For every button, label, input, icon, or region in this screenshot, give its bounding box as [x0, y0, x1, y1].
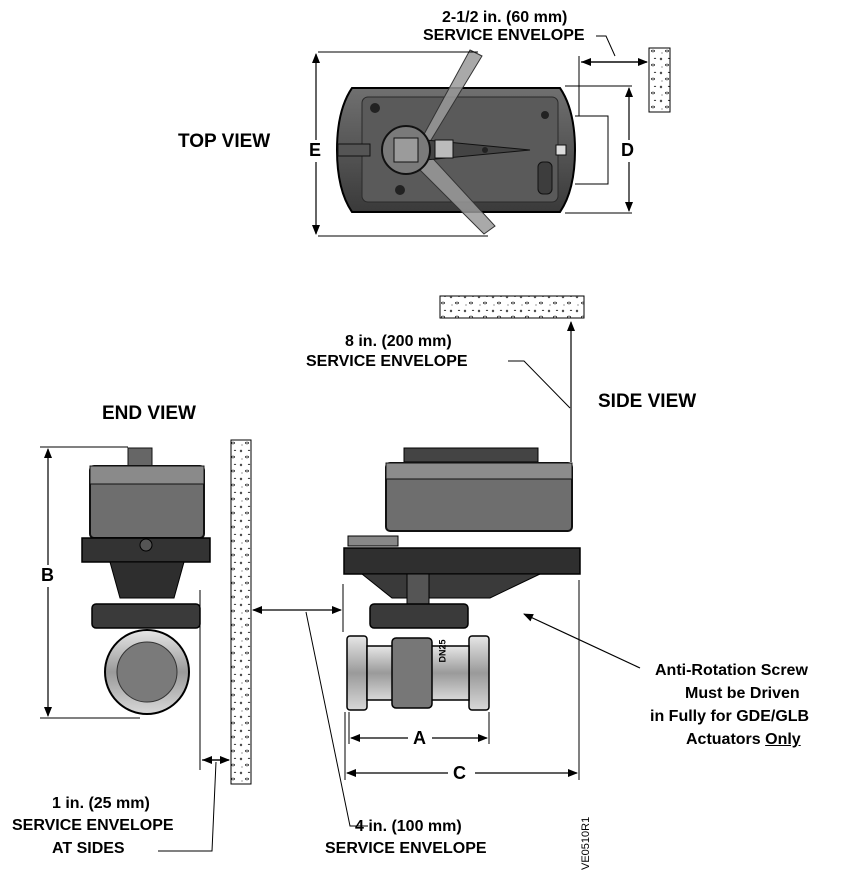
top-wall: [648, 47, 671, 113]
end-wall: [230, 439, 252, 785]
anti-rotation-note-emphasis: Only: [765, 731, 801, 748]
top-view-drawing: [312, 35, 671, 237]
envelope-top-line1: 2-1/2 in. (60 mm): [442, 9, 568, 26]
dim-e-label: E: [309, 140, 322, 160]
envelope-above-line2: SERVICE ENVELOPE: [306, 353, 468, 370]
dim-b-label: B: [41, 565, 54, 585]
anti-rotation-note-line3: in Fully for GDE/GLB: [650, 708, 810, 725]
anti-rotation-bracket: [360, 573, 541, 599]
envelope-top-line2: SERVICE ENVELOPE: [423, 27, 585, 44]
envelope-sides-line1: 1 in. (25 mm): [52, 795, 150, 812]
top-view-title: TOP VIEW: [178, 131, 271, 152]
envelope-above-line1: 8 in. (200 mm): [345, 333, 452, 350]
valve-marking: DN25: [437, 639, 448, 663]
anti-rotation-note-line4: Actuators Only: [686, 731, 801, 749]
envelope-sides-line3: AT SIDES: [52, 840, 125, 857]
side-view-title: SIDE VIEW: [598, 391, 697, 412]
dim-d-label: D: [621, 140, 634, 160]
end-view-title: END VIEW: [102, 403, 196, 424]
envelope-sides-line2: SERVICE ENVELOPE: [12, 817, 174, 834]
ceiling: [439, 295, 585, 319]
anti-rotation-note-line2: Must be Driven: [685, 685, 800, 702]
anti-rotation-note-line1: Anti-Rotation Screw: [655, 662, 808, 679]
note-leader: [523, 613, 641, 669]
end-view-drawing: [40, 439, 252, 852]
envelope-front-line2: SERVICE ENVELOPE: [325, 840, 487, 857]
dim-c-label: C: [453, 763, 466, 783]
envelope-front-line1: 4 in. (100 mm): [355, 818, 462, 835]
side-view-drawing: [252, 295, 641, 827]
anti-rotation-note-prefix: Actuators: [686, 731, 766, 748]
document-id: VE0510R1: [580, 816, 592, 870]
dim-a-label: A: [413, 728, 426, 748]
